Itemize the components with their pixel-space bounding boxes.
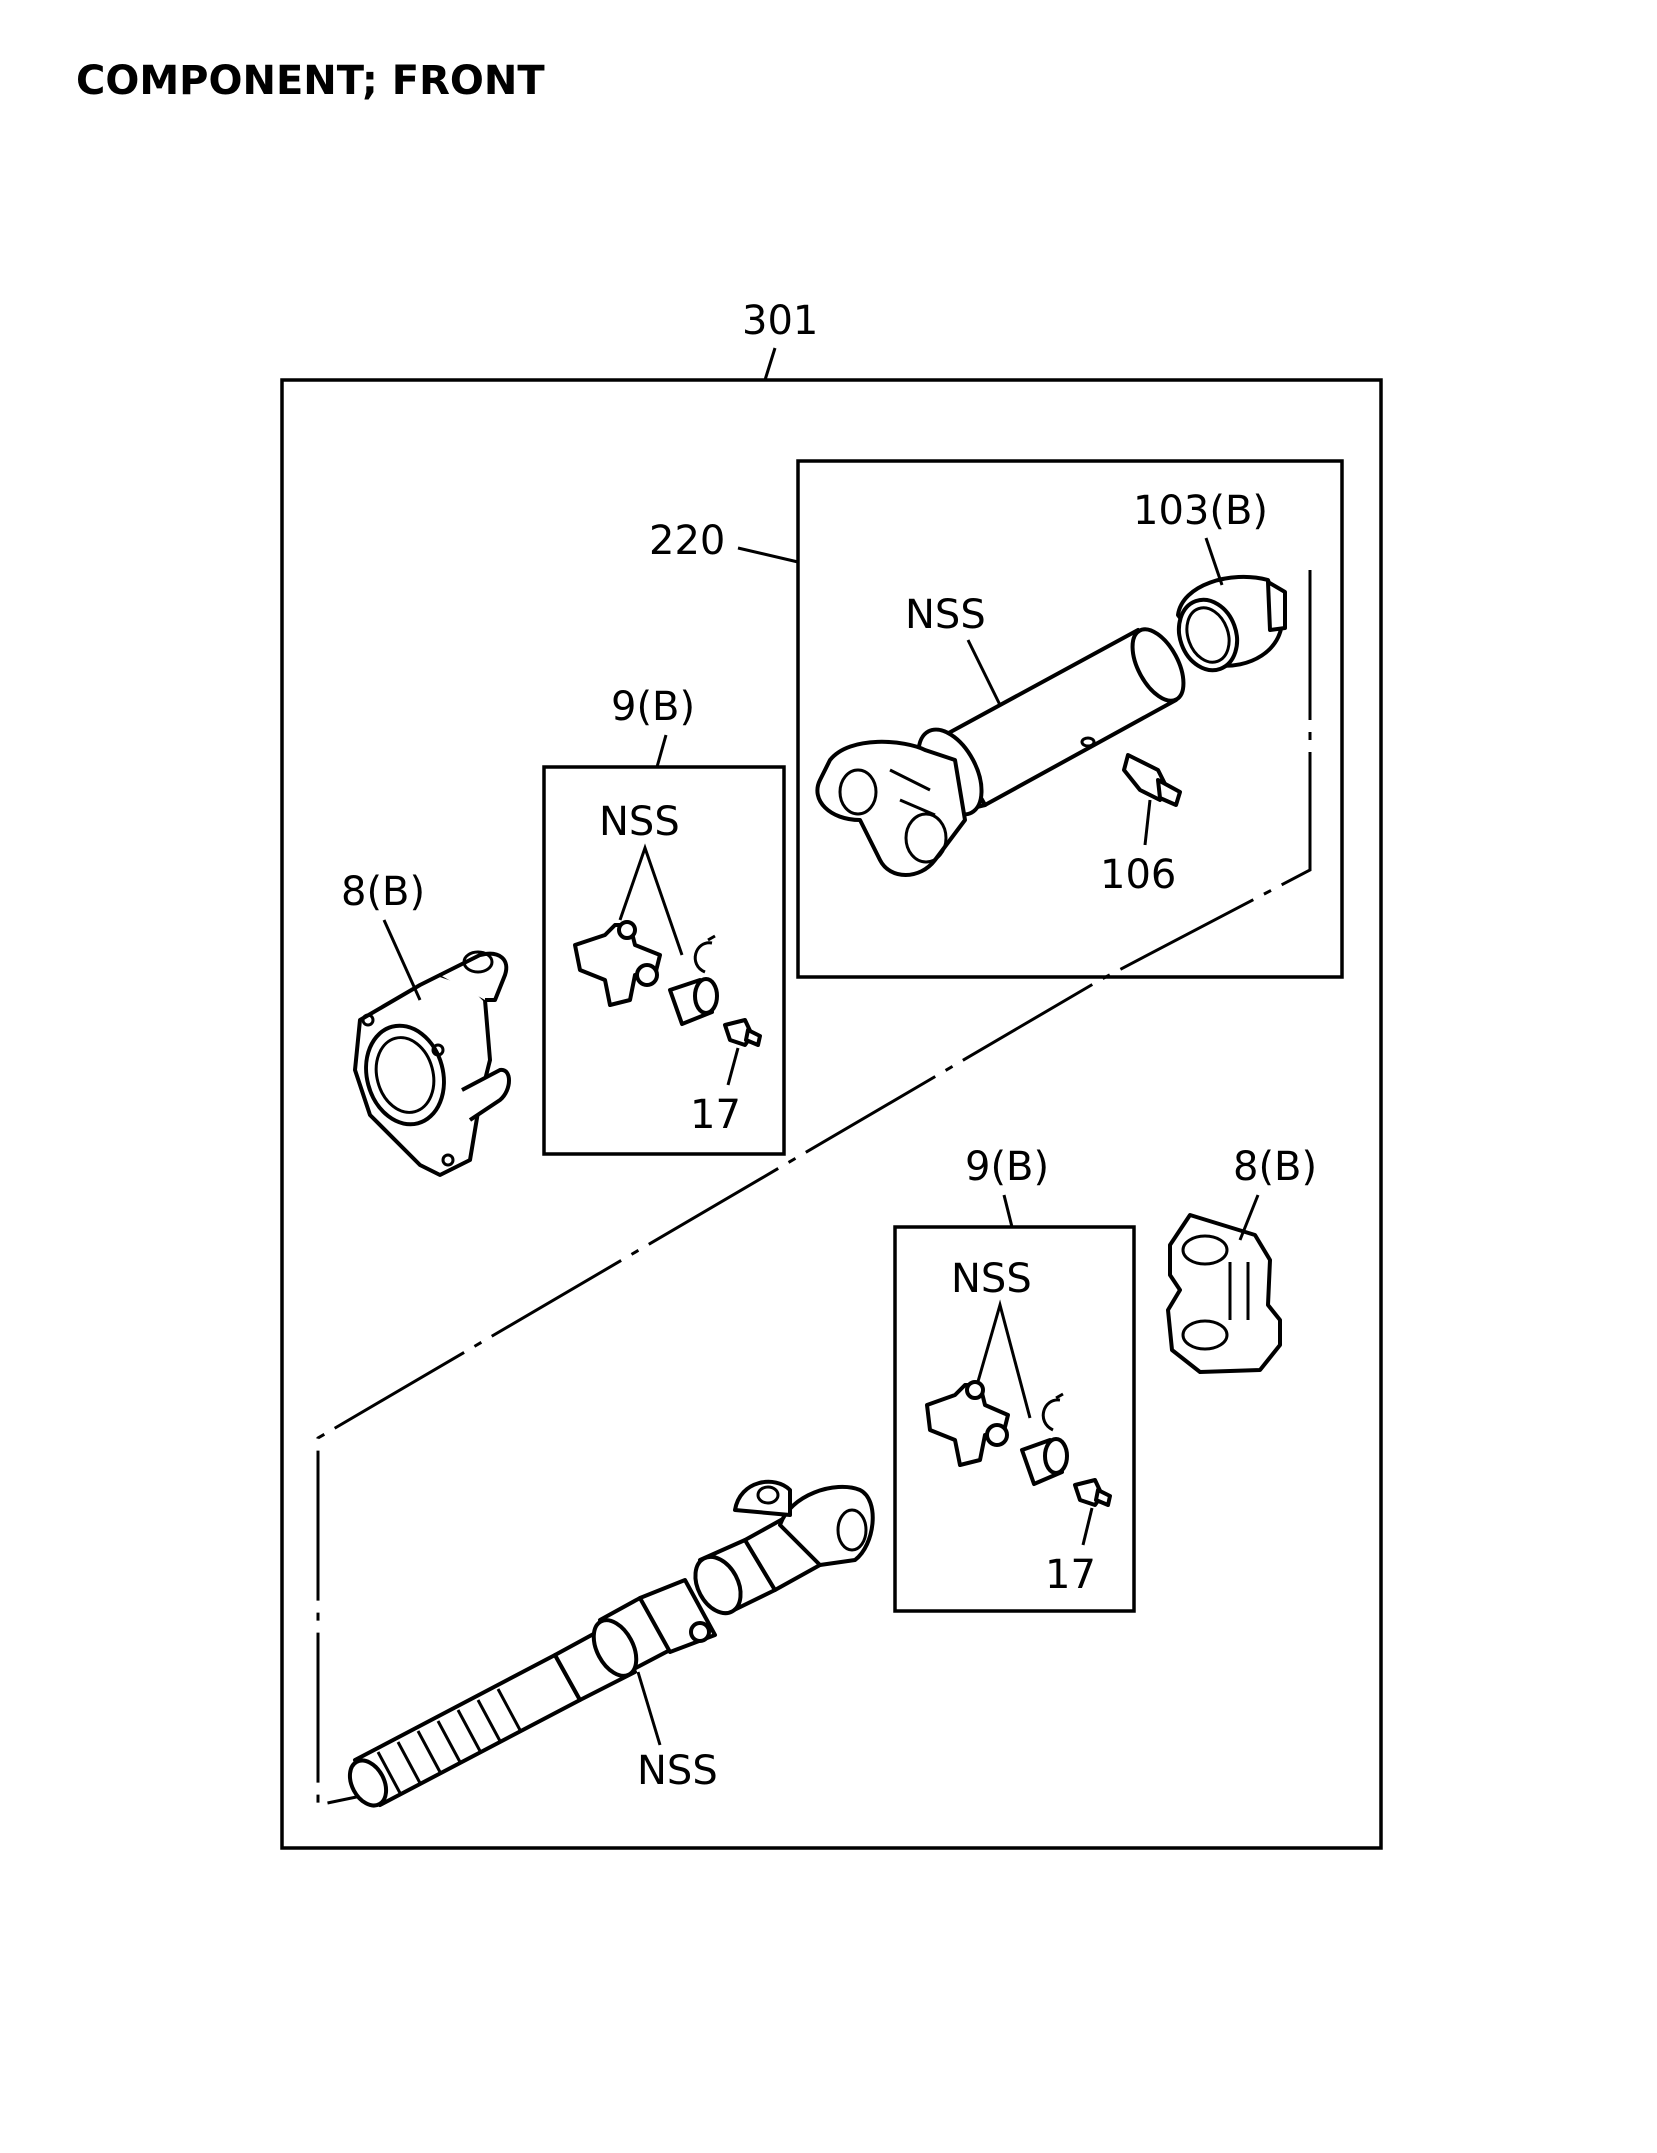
flange-yoke-left (353, 950, 511, 1177)
callout-9b-upper: 9(B) (611, 684, 695, 730)
joint-kit-lower-frame (893, 1225, 1136, 1613)
shaft-subassembly-frame (796, 459, 1344, 979)
callout-17-upper: 17 (690, 1092, 741, 1138)
leader-9b-upper (655, 734, 668, 768)
callout-103b: 103(B) (1133, 488, 1268, 534)
leader-17-lower (1081, 1507, 1094, 1546)
callout-8b-right: 8(B) (1233, 1144, 1317, 1190)
bearing-cup-lower (1020, 1437, 1069, 1486)
callout-17-lower: 17 (1045, 1552, 1096, 1598)
callout-nss-slip-shaft: NSS (637, 1748, 718, 1794)
leader-nss-lower-kit (975, 1299, 1032, 1419)
callout-220: 220 (649, 518, 725, 564)
bolt-lower (1073, 1478, 1112, 1507)
callout-nss-upper-kit: NSS (599, 799, 680, 845)
bolt-upper (723, 1018, 762, 1047)
callout-9b-lower: 9(B) (965, 1144, 1049, 1190)
callout-nss-tube: NSS (905, 592, 986, 638)
joint-kit-upper-frame (542, 765, 786, 1156)
leader-106 (1143, 799, 1152, 846)
grease-fitting (1080, 736, 1182, 807)
leader-301 (763, 347, 777, 381)
tube-yoke (815, 739, 967, 877)
dust-boot (1176, 574, 1287, 673)
snap-ring-lower (1041, 1392, 1064, 1432)
leader-nss-tube (966, 639, 1002, 706)
leader-220 (737, 546, 799, 564)
snap-ring-upper (693, 934, 716, 974)
slip-yoke-shaft (347, 1578, 723, 1808)
leader-9b-lower (1002, 1194, 1014, 1228)
leader-103b (1204, 537, 1224, 586)
flange-yoke-right (1166, 1213, 1282, 1374)
slip-yoke-front (693, 1479, 875, 1616)
callout-8b-left: 8(B) (341, 869, 425, 915)
leader-8b-left (382, 919, 422, 1001)
cross-spider-lower (925, 1380, 1010, 1467)
cross-spider-upper (573, 920, 662, 1007)
callout-301: 301 (742, 298, 818, 344)
leader-17-upper (726, 1047, 740, 1086)
callout-nss-lower-kit: NSS (951, 1256, 1032, 1302)
callout-106: 106 (1100, 852, 1176, 898)
shaft-axis-line (316, 570, 1312, 1807)
bearing-cup-upper (668, 977, 719, 1026)
leader-nss-slip-shaft (636, 1671, 662, 1746)
leader-8b-right (1238, 1194, 1260, 1241)
page-title: COMPONENT; FRONT (76, 58, 545, 104)
leader-nss-upper-kit (618, 843, 684, 956)
assembly-frame (280, 378, 1383, 1850)
